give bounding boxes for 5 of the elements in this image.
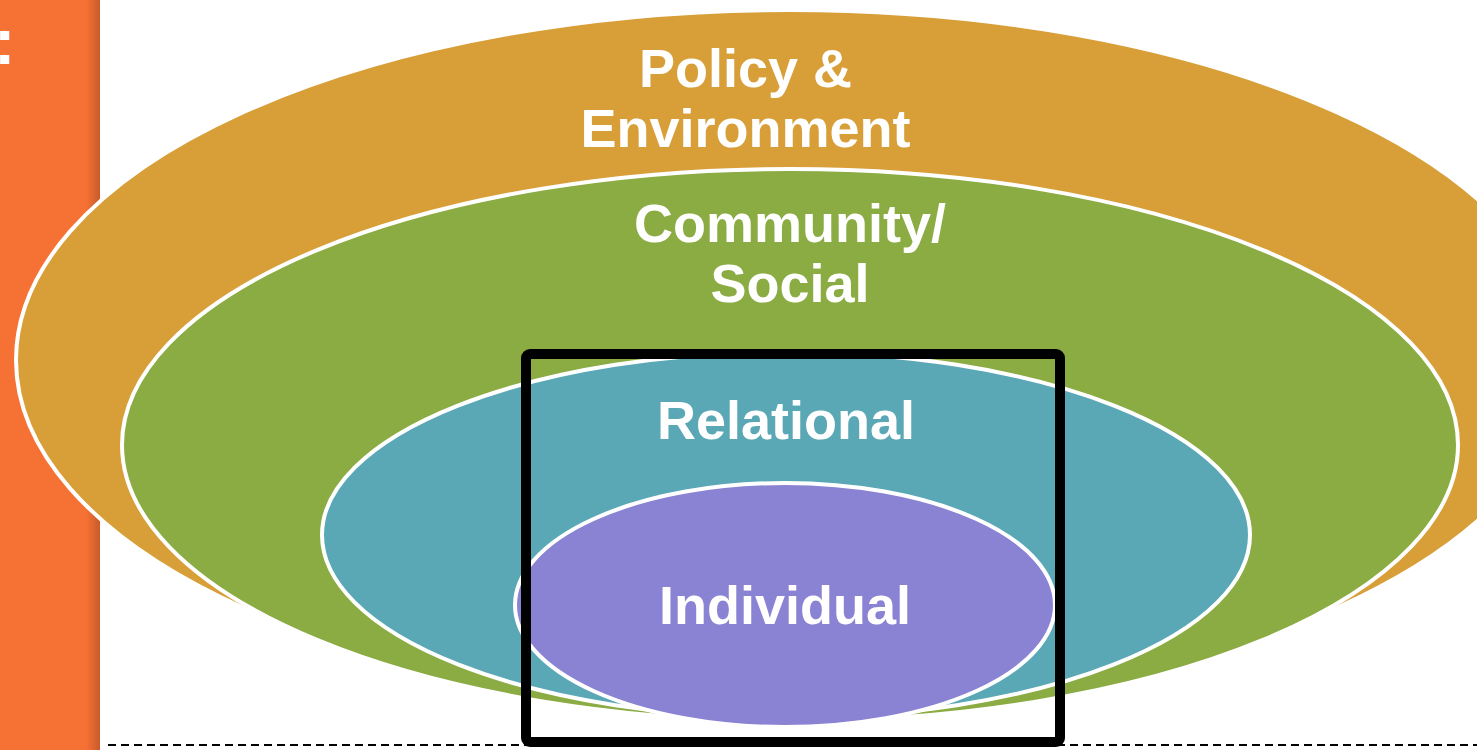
ring-label: Community/ Social — [633, 193, 947, 313]
ring-label: Policy & Environment — [579, 38, 912, 158]
ring-label: Relational — [656, 390, 916, 450]
ring-label: Individual — [659, 575, 911, 635]
label-text: : — [0, 10, 16, 74]
